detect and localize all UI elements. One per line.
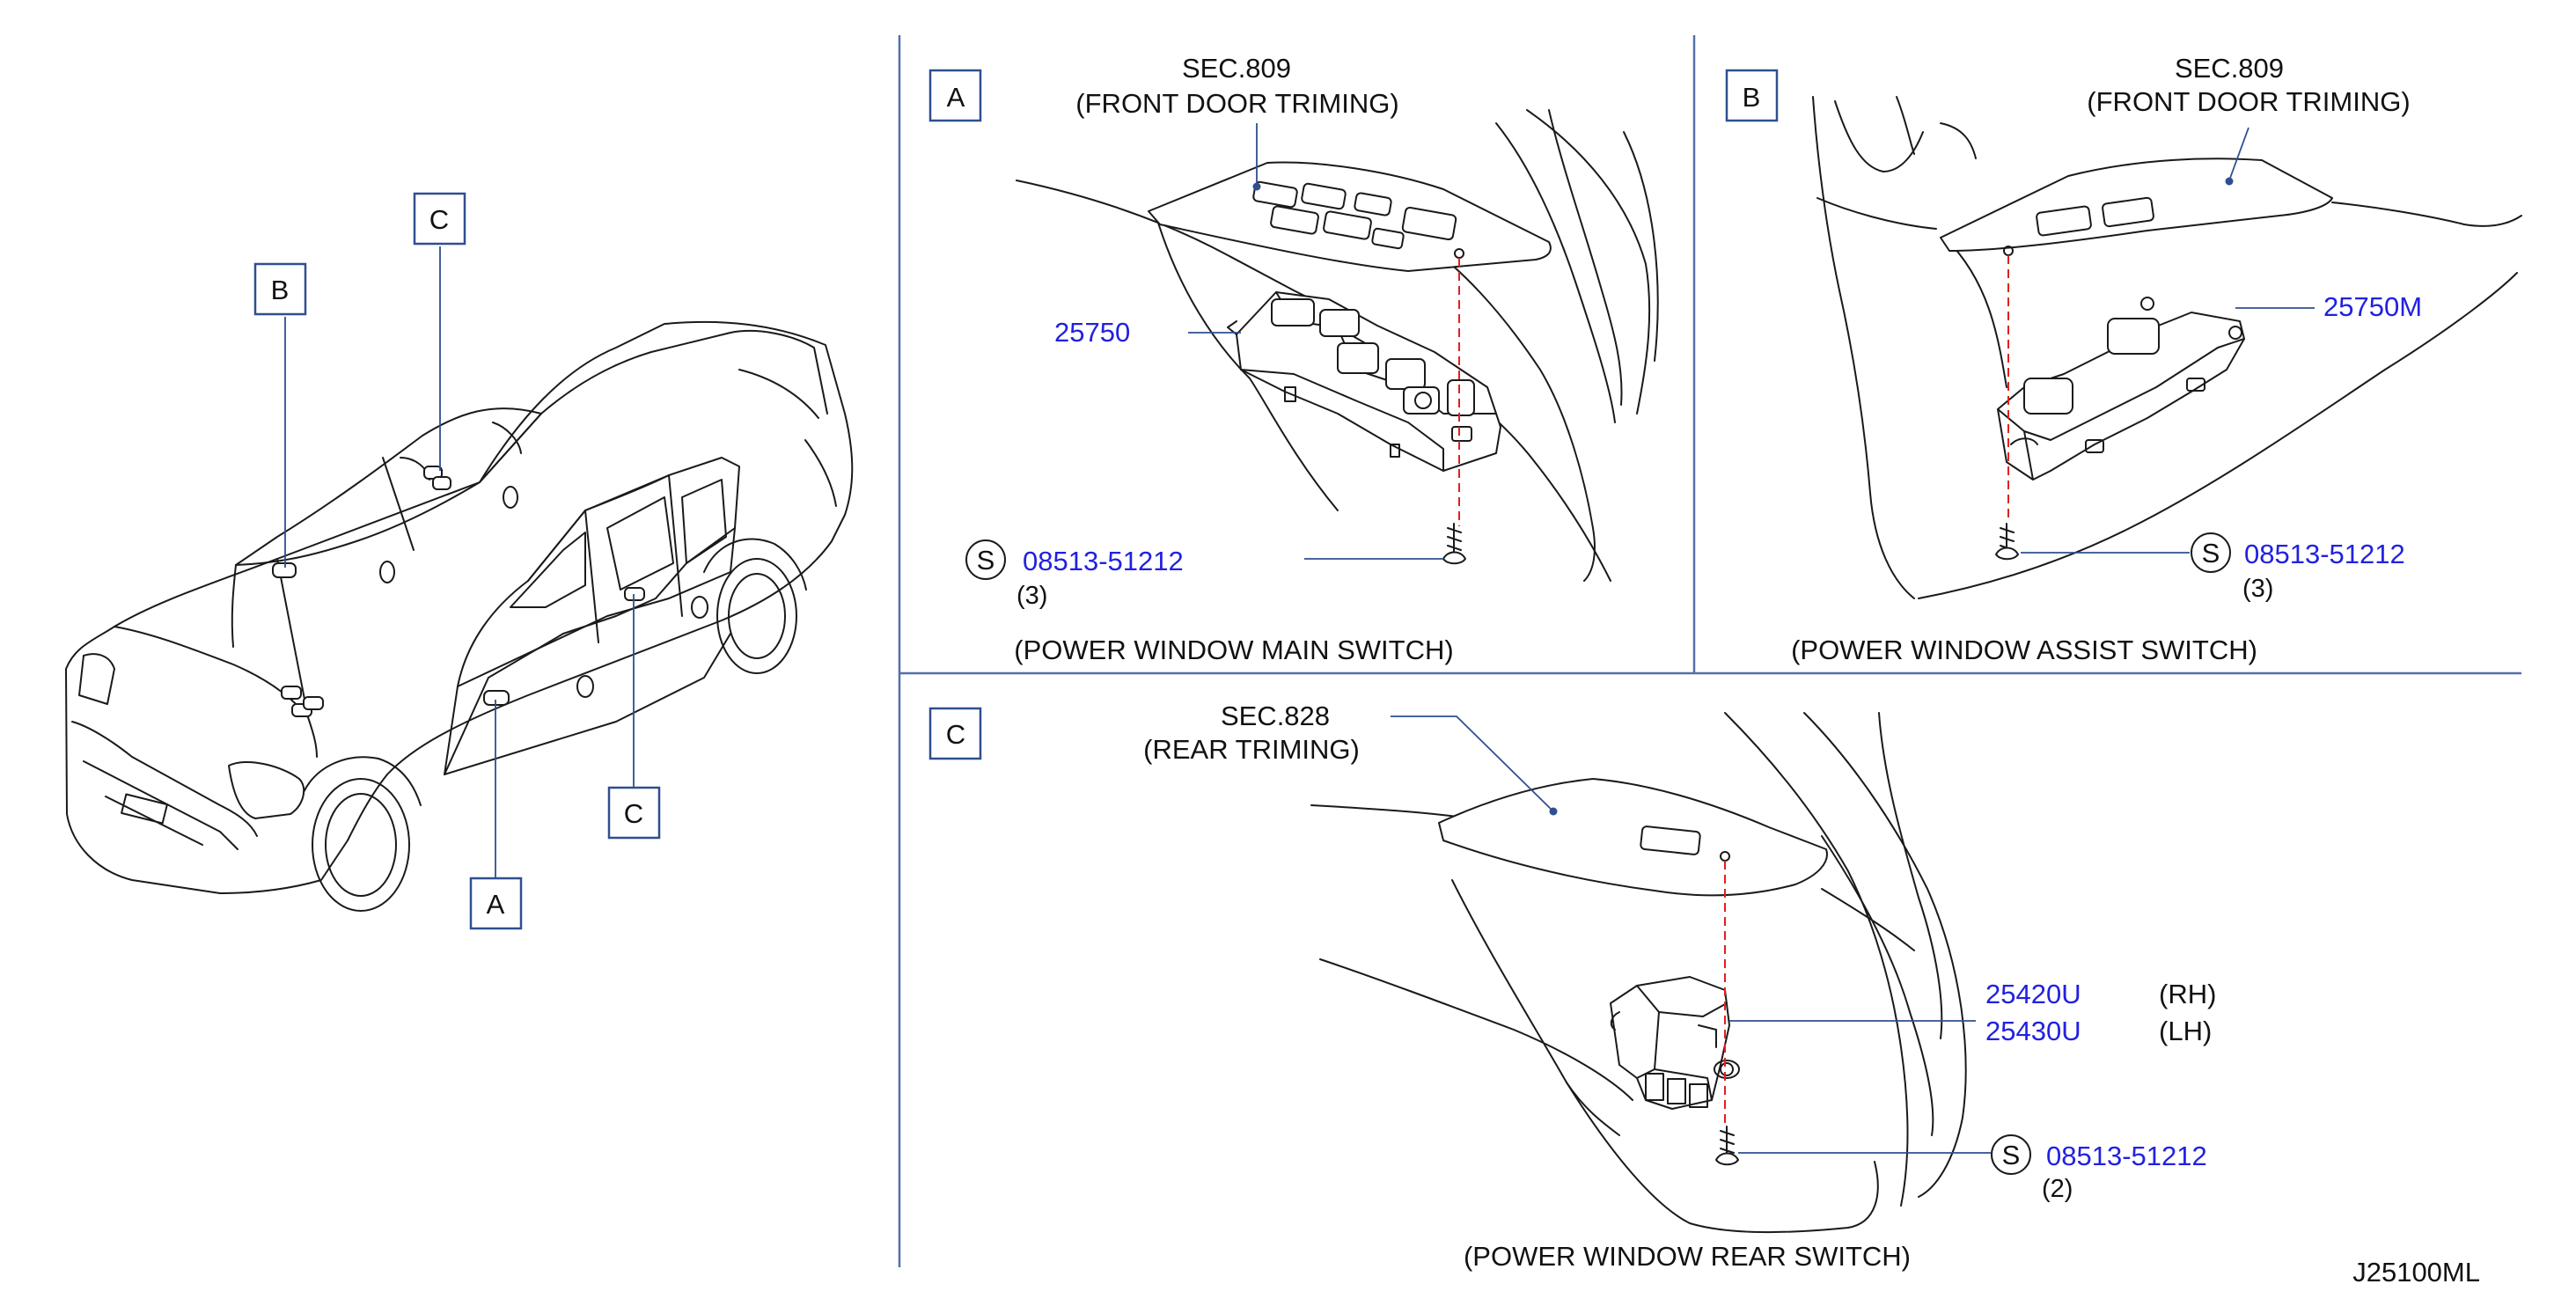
panel-c-label: C — [928, 707, 982, 760]
panel-a-label: A — [928, 69, 982, 122]
svg-text:C: C — [624, 798, 643, 829]
svg-text:B: B — [271, 275, 290, 305]
panel-b-screw-part: 08513-51212 — [2244, 539, 2405, 569]
callout-box-c-upper: C — [413, 192, 466, 246]
panel-b-assist-switch: B SEC.809 (FRONT DOOR TRIMING) — [1725, 53, 2522, 665]
svg-text:S: S — [977, 545, 995, 576]
panel-c-screw-part: 08513-51212 — [2046, 1141, 2207, 1171]
panel-c-screw-qty: (2) — [2042, 1175, 2073, 1203]
panel-dividers — [898, 35, 2521, 1267]
panel-a-part-switch: 25750 — [1054, 317, 1130, 348]
panel-c-sec-desc: (REAR TRIMING) — [1143, 734, 1360, 765]
panel-a-sec-ref: SEC.809 — [1182, 53, 1291, 84]
panel-c-sec-ref: SEC.828 — [1221, 701, 1330, 731]
diagram-code: J25100ML — [2352, 1257, 2480, 1288]
panel-b-sec-desc: (FRONT DOOR TRIMING) — [2087, 86, 2410, 117]
svg-text:S: S — [2002, 1140, 2021, 1170]
svg-text:A: A — [487, 889, 505, 920]
panel-b-caption: (POWER WINDOW ASSIST SWITCH) — [1791, 635, 2257, 665]
panel-c-side-rh: (RH) — [2159, 979, 2216, 1009]
callout-box-c-lower: C — [607, 786, 661, 840]
panel-b-part-switch: 25750M — [2323, 291, 2422, 322]
vehicle-overview: B C C A — [65, 192, 854, 930]
panel-c-side-lh: (LH) — [2159, 1016, 2212, 1046]
panel-c-part-rh: 25420U — [1985, 979, 2081, 1009]
svg-text:C: C — [429, 204, 449, 235]
panel-a-main-switch: A SEC.809 (FRONT DOOR TRIMING) — [928, 53, 1659, 665]
callout-box-a: A — [469, 877, 523, 930]
panel-a-sec-desc: (FRONT DOOR TRIMING) — [1075, 88, 1398, 119]
panel-b-sec-ref: SEC.809 — [2175, 53, 2284, 84]
panel-a-screw-qty: (3) — [1016, 582, 1047, 610]
panel-a-caption: (POWER WINDOW MAIN SWITCH) — [1014, 635, 1453, 665]
panel-a-screw-symbol: S — [965, 539, 1006, 580]
panel-c-caption: (POWER WINDOW REAR SWITCH) — [1464, 1241, 1911, 1272]
panel-b-screw-qty: (3) — [2242, 575, 2273, 603]
callout-box-b: B — [253, 262, 307, 316]
svg-text:A: A — [947, 82, 965, 113]
panel-c-part-lh: 25430U — [1985, 1016, 2081, 1046]
panel-b-screw-symbol: S — [2191, 532, 2231, 573]
svg-text:B: B — [1743, 82, 1761, 113]
panel-b-label: B — [1725, 69, 1779, 122]
panel-a-screw-part: 08513-51212 — [1023, 546, 1184, 576]
panel-c-screw-symbol: S — [1991, 1134, 2031, 1175]
svg-text:C: C — [946, 719, 965, 750]
svg-text:S: S — [2202, 538, 2220, 569]
panel-c-rear-switch: C SEC.828 (REAR TRIMING) — [928, 701, 2216, 1272]
